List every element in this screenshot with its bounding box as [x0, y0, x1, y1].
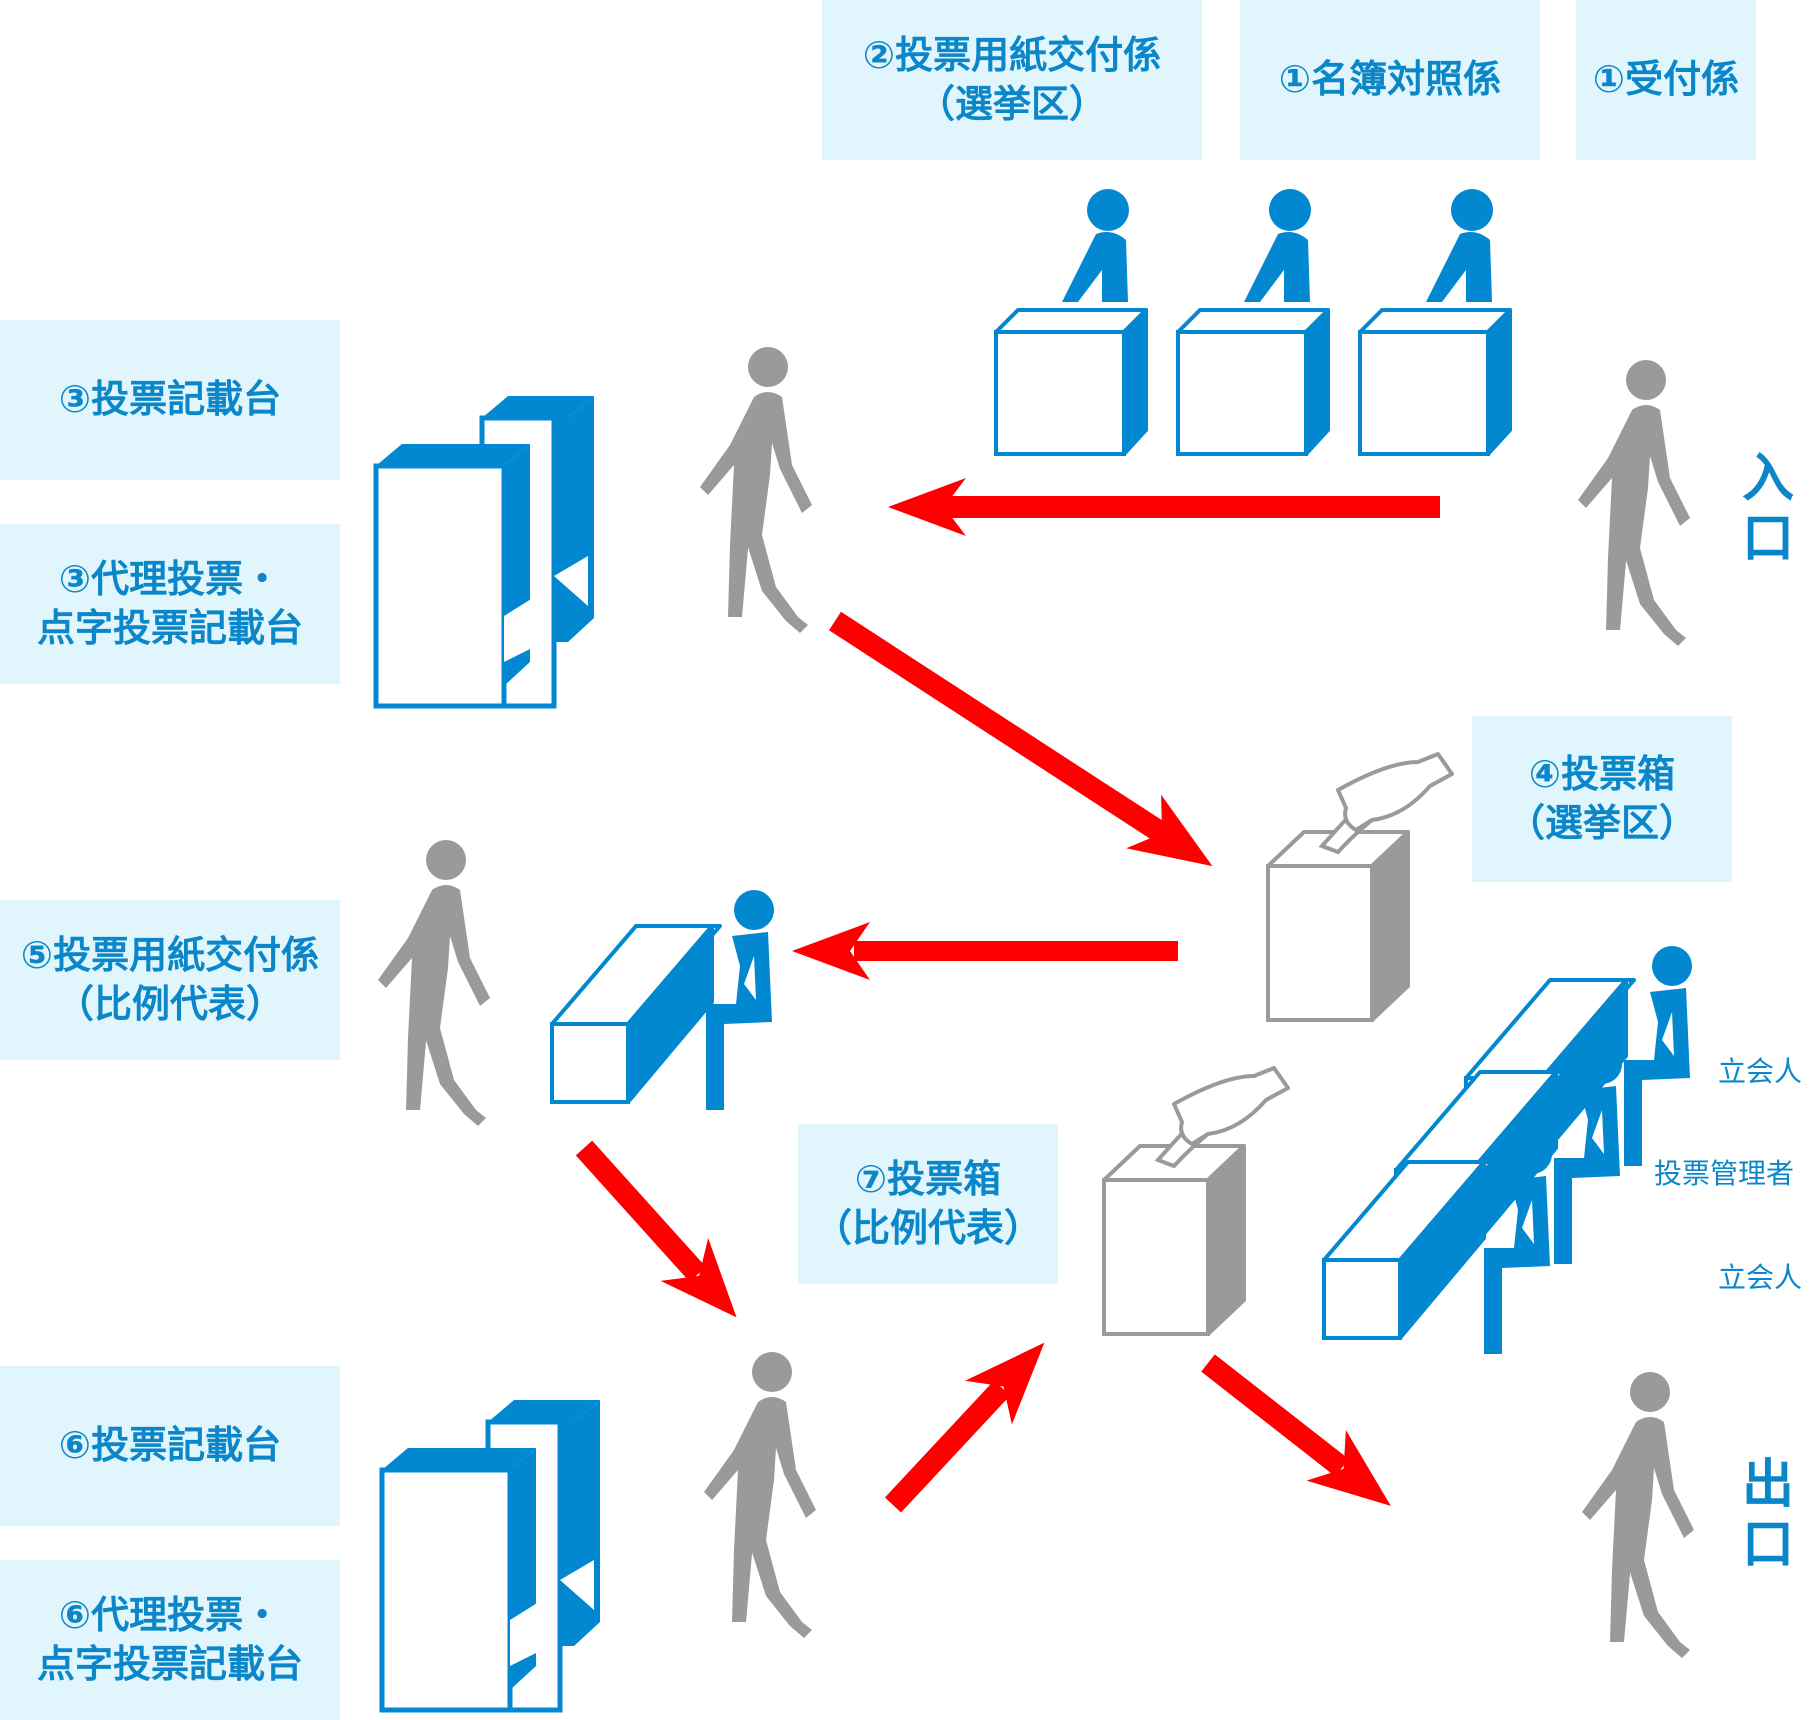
- label-ballot-box-district: ④投票箱 （選挙区）: [1472, 716, 1732, 882]
- label-line: 点字投票記載台: [36, 1642, 303, 1686]
- walking-voter-icon: [700, 347, 812, 633]
- label-char: 口: [1741, 1514, 1794, 1575]
- label-char: 出: [1741, 1455, 1794, 1515]
- label-char: 口: [1741, 508, 1794, 569]
- label-line: ③代理投票・: [58, 556, 282, 601]
- label-line: ③投票記載台: [58, 377, 282, 422]
- arrow-pr-issue-to-booth: [575, 1140, 737, 1318]
- label-roster-check: ①名簿対照係: [1240, 0, 1540, 160]
- walking-voter-icon: [1578, 360, 1690, 646]
- writing-booth-icon: [376, 396, 594, 706]
- label-witness-top: 立会人: [1718, 1055, 1803, 1088]
- ballot-box-icon: [1102, 1066, 1290, 1336]
- reception-desk-icon: [1176, 308, 1330, 456]
- label-line: （選挙区）: [916, 82, 1107, 126]
- label-proxy-desk-3: ③代理投票・点字投票記載台: [0, 524, 340, 684]
- label-line: 点字投票記載台: [36, 606, 303, 650]
- witness-desk-icon: [1322, 1160, 1494, 1340]
- label-writing-desk-6: ⑥投票記載台: [0, 1366, 340, 1526]
- label-exit: 出 口: [1738, 1455, 1798, 1576]
- label-line: （比例代表）: [813, 1206, 1042, 1250]
- label-line: ⑥代理投票・: [58, 1592, 282, 1637]
- label-char: 入: [1741, 449, 1794, 509]
- arrow-booth-to-district-box: [829, 611, 1213, 867]
- arrow-booth-to-pr-box: [884, 1342, 1045, 1513]
- label-line: ①受付係: [1592, 57, 1740, 102]
- label-voting-manager: 投票管理者: [1654, 1157, 1795, 1190]
- walking-voter-icon: [704, 1352, 816, 1638]
- label-line: ⑥投票記載台: [58, 1423, 282, 1468]
- walking-voter-icon: [378, 840, 490, 1126]
- label-writing-desk-3: ③投票記載台: [0, 320, 340, 480]
- pr-issue-desk-icon: [550, 924, 722, 1104]
- label-line: ⑦投票箱: [854, 1156, 1002, 1201]
- arrow-district-box-to-pr-issue: [792, 922, 1178, 980]
- writing-booth-icon: [382, 1400, 600, 1710]
- reception-desk-icon: [994, 308, 1148, 456]
- label-line: ②投票用紙交付係: [862, 32, 1162, 77]
- label-line: （比例代表）: [55, 982, 284, 1026]
- label-ballot-issue-district: ②投票用紙交付係 （選挙区）: [822, 0, 1202, 160]
- label-line: ⑤投票用紙交付係: [20, 932, 320, 977]
- standing-staff-icon: [1062, 189, 1129, 302]
- walking-voter-icon: [1582, 1372, 1694, 1658]
- arrow-pr-box-to-exit: [1201, 1354, 1391, 1506]
- label-line: ①名簿対照係: [1278, 57, 1502, 102]
- arrow-entrance-to-booth: [888, 478, 1440, 536]
- label-ballot-issue-pr: ⑤投票用紙交付係 （比例代表）: [0, 900, 340, 1060]
- reception-area: [994, 189, 1512, 456]
- label-line: （選挙区）: [1506, 801, 1697, 845]
- label-entrance: 入 口: [1738, 449, 1798, 570]
- ballot-box-icon: [1266, 752, 1454, 1022]
- label-reception: ①受付係: [1576, 0, 1756, 160]
- label-proxy-desk-6: ⑥代理投票・点字投票記載台: [0, 1560, 340, 1720]
- reception-desk-icon: [1358, 308, 1512, 456]
- standing-staff-icon: [1426, 189, 1493, 302]
- label-ballot-box-pr: ⑦投票箱 （比例代表）: [798, 1124, 1058, 1284]
- seated-staff-icon: [706, 890, 774, 1110]
- label-witness-bottom: 立会人: [1718, 1261, 1803, 1294]
- label-line: ④投票箱: [1528, 751, 1676, 796]
- standing-staff-icon: [1244, 189, 1311, 302]
- flow-arrows: [575, 478, 1440, 1513]
